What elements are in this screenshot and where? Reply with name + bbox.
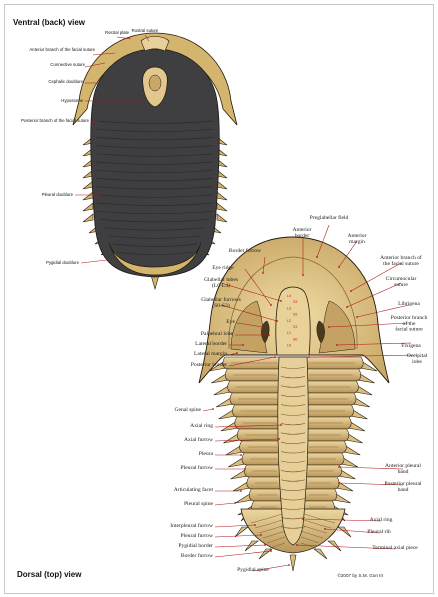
leader-dot — [270, 304, 272, 306]
label-preglabellar-field: Preglabellar field — [310, 214, 349, 221]
label-pleural-furrow: Pleural furrow — [181, 532, 214, 539]
ventral-trilobite-drawing — [73, 33, 237, 289]
leader-dot — [270, 550, 272, 552]
leader-dot — [268, 334, 270, 336]
dorsal-axis — [278, 357, 308, 545]
label-hypostome: Hypostome — [61, 98, 83, 103]
label-rostral-suture: Rostral suture — [132, 28, 159, 33]
leader-dot — [262, 326, 264, 328]
label-anterior-branch-facial-suture: Anterior branch of the facial suture — [29, 47, 95, 52]
label-axial-ring: Axial ring — [190, 423, 213, 429]
leader-dot — [278, 438, 280, 440]
leader-dot — [350, 290, 352, 292]
copyright-credit: ©2007 by S.M. Gon III — [337, 572, 383, 578]
leader-dot — [242, 344, 244, 346]
leader-line — [203, 409, 213, 411]
label-border-furrow: Border furrow — [181, 552, 214, 559]
label-genal-spine: Genal spine — [174, 407, 201, 413]
leader-dot — [302, 518, 304, 520]
leader-dot — [244, 468, 246, 470]
label-posterior-pleural-band: Posterior pleuralband — [384, 481, 422, 493]
label-lateral-border: Lateral border — [195, 341, 227, 347]
label-connective-suture: Connective suture — [50, 62, 85, 67]
label-pleura: Pleura — [199, 451, 214, 457]
leader-dot — [288, 564, 290, 566]
leader-dot — [264, 544, 266, 546]
leader-dot — [260, 534, 262, 536]
label-pygidial-doublure: Pygidial doublure — [46, 260, 80, 265]
label-eye: Eye — [226, 319, 235, 325]
label-border-furrow: Border furrow — [229, 247, 262, 254]
leader-line — [215, 503, 235, 505]
glabella-mark: L3 — [287, 306, 291, 310]
label-pleural-rib: Pleural rib — [367, 529, 391, 535]
leader-dot — [328, 326, 330, 328]
leader-dot — [234, 502, 236, 504]
leader-dot — [316, 256, 318, 258]
label-axial-furrow: Axial furrow — [184, 436, 214, 443]
figure-frame: Ventral (back) view Dorsal (top) view Ro… — [4, 4, 434, 594]
leader-dot — [236, 352, 238, 354]
leader-dot — [280, 424, 282, 426]
leader-line — [215, 545, 265, 547]
leader-dot — [302, 274, 304, 276]
label-pleural-doublure: Pleural doublure — [42, 192, 74, 197]
label-anterior-border: Anteriorborder — [293, 227, 312, 239]
label-pleural-spine: Pleural spine — [184, 501, 214, 507]
leader-dot — [254, 524, 256, 526]
leader-dot — [276, 320, 278, 322]
leader-dot — [336, 344, 338, 346]
label-pygidial-spine: Pygidial spine — [237, 567, 269, 573]
glabella-mark: L1 — [287, 331, 291, 335]
label-palpebral-lobe: Palpebral lobe — [201, 331, 234, 337]
label-posterior-branch-facial-suture: Posterior branch of the facial suture — [21, 118, 89, 123]
leader-dot — [280, 300, 282, 302]
label-lateral-margin: Lateral margin — [194, 351, 227, 357]
trilobite-anatomy-figure: Ventral (back) view Dorsal (top) view Ro… — [5, 5, 433, 593]
label-fixigena: Fixigena — [401, 343, 421, 349]
leader-dot — [240, 490, 242, 492]
leader-dot — [324, 528, 326, 530]
leader-dot — [212, 408, 214, 410]
label-articulating-facet: Articulating facet — [174, 486, 214, 493]
label-pleural-furrow: Pleural furrow — [181, 464, 214, 471]
glabella-mark: S0 — [293, 337, 297, 341]
leader-dot — [240, 454, 242, 456]
glabella-mark: L4 — [287, 294, 291, 298]
leader-dot — [262, 272, 264, 274]
leader-dot — [274, 356, 276, 358]
dorsal-glabella — [276, 287, 310, 355]
glabella-mark: S2 — [293, 313, 297, 317]
label-axial-ring: Axial ring — [370, 517, 393, 523]
label-interpleural-furrow: Interpleural furrow — [170, 522, 214, 529]
label-eye-ridge: Eye ridge — [212, 265, 234, 271]
label-cephalic-doublure: Cephalic doublure — [48, 79, 83, 84]
leader-dot — [338, 266, 340, 268]
glabella-mark: S3 — [293, 300, 297, 304]
label-anterior-margin: Anteriormargin — [348, 233, 367, 245]
dorsal-view-heading: Dorsal (top) view — [17, 570, 82, 579]
leader-line — [215, 535, 261, 537]
leader-dot — [308, 356, 310, 358]
label-rostral-plate: Rostral plate — [105, 30, 130, 35]
glabella-mark: L0 — [287, 344, 291, 348]
glabella-mark: L2 — [287, 319, 291, 323]
leader-dot — [346, 306, 348, 308]
label-pygidial-border: Pygidial border — [178, 543, 213, 549]
leader-dot — [338, 482, 340, 484]
label-terminal-axial-piece: Terminal axial piece — [372, 545, 418, 551]
leader-dot — [356, 316, 358, 318]
label-librigena: Librigena — [398, 301, 420, 307]
label-posterior-border: Posterior border — [191, 362, 227, 368]
glabella-mark: S1 — [293, 325, 297, 329]
leader-dot — [296, 544, 298, 546]
leader-dot — [338, 466, 340, 468]
ventral-view-heading: Ventral (back) view — [13, 18, 86, 27]
